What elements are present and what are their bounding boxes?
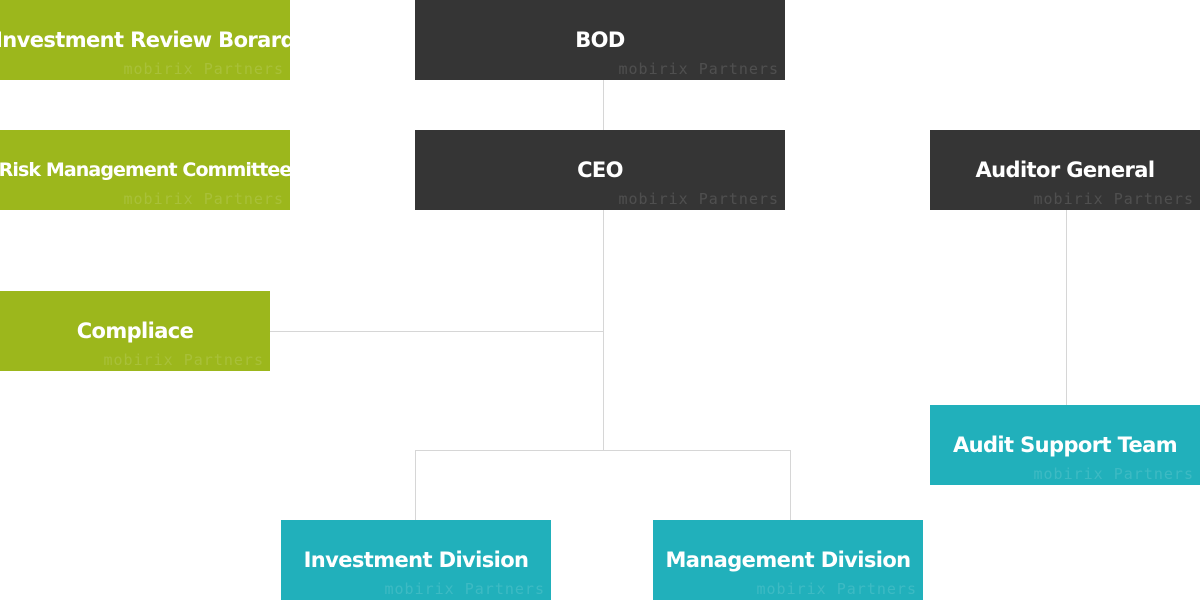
node-bod: BOD mobirix Partners [415, 0, 785, 80]
watermark: mobirix Partners [1033, 190, 1194, 208]
watermark: mobirix Partners [756, 580, 917, 598]
watermark: mobirix Partners [384, 580, 545, 598]
watermark: mobirix Partners [123, 60, 284, 78]
connector-divisions-horizontal [415, 450, 791, 451]
node-management-division: Management Division mobirix Partners [653, 520, 923, 600]
connector-compliance [270, 331, 603, 332]
connector-auditor-support [1066, 210, 1067, 405]
node-label: Auditor General [975, 158, 1156, 182]
node-label: CEO [577, 158, 623, 182]
connector-bod-ceo [603, 80, 604, 130]
node-risk-management-committee: Risk Management Committee mobirix Partne… [0, 130, 290, 210]
node-investment-division: Investment Division mobirix Partners [281, 520, 551, 600]
connector-management-division [790, 450, 791, 520]
connector-ceo-trunk [603, 210, 604, 450]
node-label: Risk Management Committee [0, 159, 290, 181]
node-label: BOD [575, 28, 625, 52]
node-label: Management Division [665, 548, 911, 572]
node-auditor-general: Auditor General mobirix Partners [930, 130, 1200, 210]
node-label: Investment Division [303, 548, 529, 572]
watermark: mobirix Partners [618, 190, 779, 208]
node-audit-support-team: Audit Support Team mobirix Partners [930, 405, 1200, 485]
watermark: mobirix Partners [618, 60, 779, 78]
node-label: Audit Support Team [952, 433, 1178, 457]
node-ceo: CEO mobirix Partners [415, 130, 785, 210]
watermark: mobirix Partners [1033, 465, 1194, 483]
node-label: Investment Review Borard [0, 28, 290, 52]
connector-investment-division [415, 450, 416, 520]
watermark: mobirix Partners [103, 351, 264, 369]
node-investment-review-board: Investment Review Borard mobirix Partner… [0, 0, 290, 80]
node-label: Compliace [76, 319, 194, 343]
watermark: mobirix Partners [123, 190, 284, 208]
node-compliance: Compliace mobirix Partners [0, 291, 270, 371]
